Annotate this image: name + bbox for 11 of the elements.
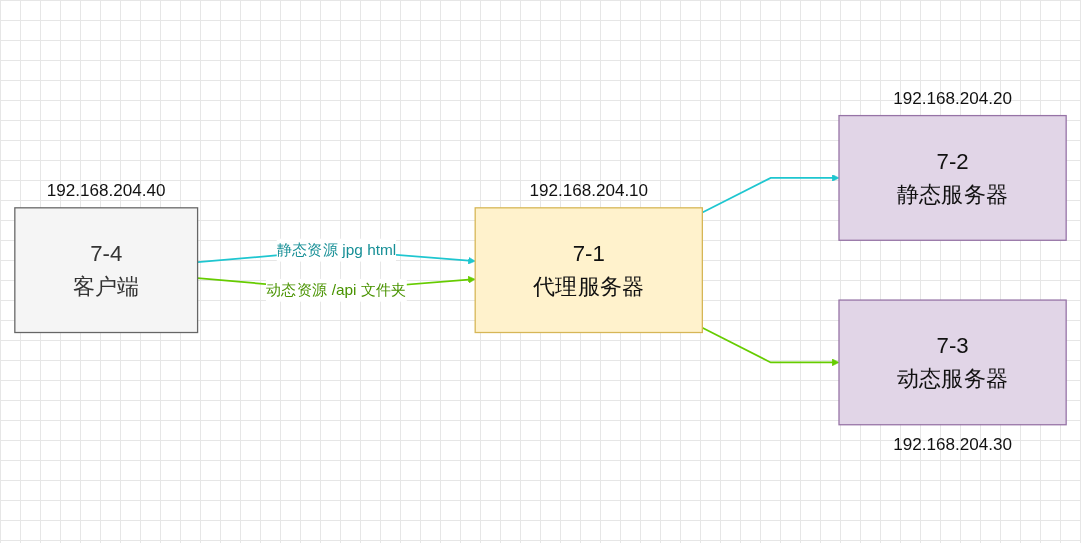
node-caption: 192.168.204.20 xyxy=(893,88,1012,108)
node-caption: 192.168.204.40 xyxy=(46,180,166,200)
arrow xyxy=(701,326,840,367)
node-caption: 192.168.204.30 xyxy=(893,435,1012,455)
node-box: 7-3 动态服务器 xyxy=(838,299,1067,426)
node-box: 7-4 客户端 xyxy=(14,207,199,334)
edge-label: 动态资源 /api 文件夹 xyxy=(265,281,407,299)
node-box: 7-1 代理服务器 xyxy=(474,207,703,334)
node-box: 7-2 静态服务器 xyxy=(838,114,1067,241)
edge-label: 静态资源 jpg html xyxy=(276,241,397,259)
node-caption: 192.168.204.10 xyxy=(529,180,649,200)
